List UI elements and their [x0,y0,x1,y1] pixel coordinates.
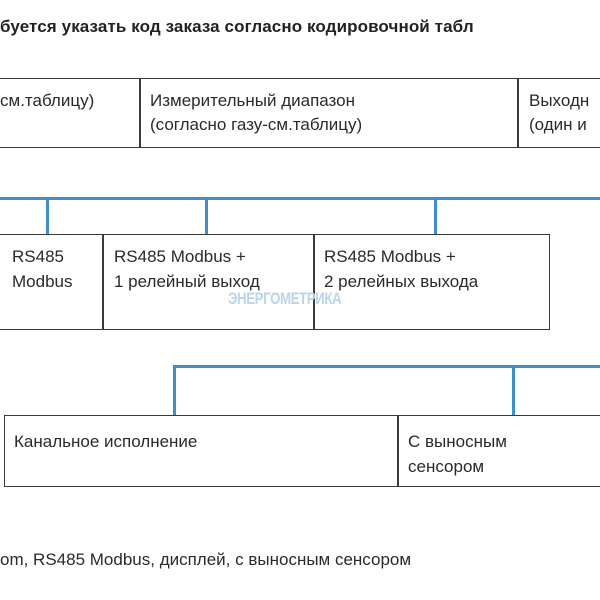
top-row-box [0,78,600,148]
output-cell-3-line-1: RS485 Modbus + [324,247,456,266]
top-cell-1-line-1: см.таблицу) [0,91,95,110]
design-row-divider [397,415,399,487]
watermark: ЭНЕРГОМЕТРИКА [228,289,342,308]
connector-line [46,197,49,235]
output-row-box [0,234,550,330]
connector-line [173,365,176,416]
connector-line [512,365,515,416]
top-cell-3-line-1: Выходн [529,91,590,110]
design-cell-1-line-1: Канальное исполнение [14,432,198,451]
heading: буется указать код заказа согласно кодир… [0,17,474,36]
design-row-box [4,415,600,487]
output-row-divider [313,234,315,330]
output-cell-3-line-2: 2 релейных выхода [324,272,479,291]
connector-line [173,365,600,368]
top-row-divider [139,78,141,148]
top-cell-3-line-2: (один и [529,115,587,134]
output-cell-1-line-1: RS485 [12,247,64,266]
connector-line [434,197,437,235]
output-cell-1-line-2: Modbus [12,272,73,291]
output-row-divider [102,234,104,330]
top-row-divider [517,78,519,148]
top-cell-2-line-2: (согласно газу-см.таблицу) [150,115,363,134]
connector-line [205,197,208,235]
design-cell-2-line-2: сенсором [408,457,485,476]
design-cell-2-line-1: С выносным [408,432,507,451]
top-cell-2-line-1: Измерительный диапазон [150,91,355,110]
output-cell-2-line-1: RS485 Modbus + [114,247,246,266]
output-cell-2-line-2: 1 релейный выход [114,272,260,291]
order-example: om, RS485 Modbus, дисплей, с выносным се… [0,550,412,569]
connector-line [0,197,600,200]
